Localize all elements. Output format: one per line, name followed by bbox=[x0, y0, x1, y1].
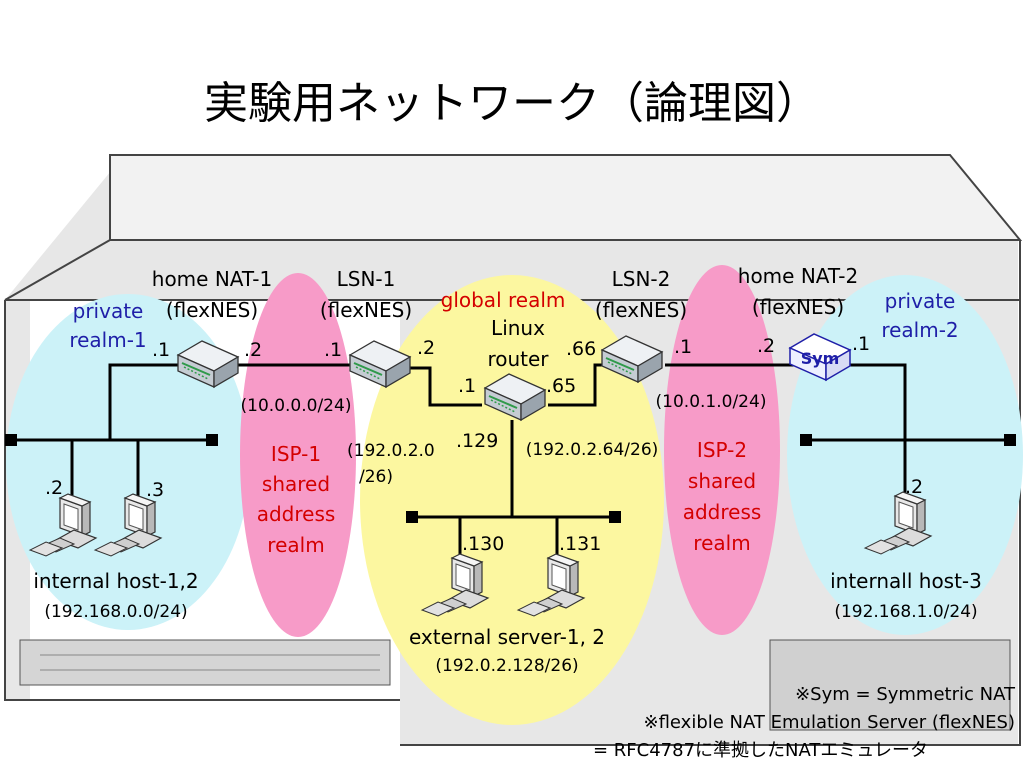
internal-host-3-net: (192.168.1.0/24) bbox=[834, 602, 977, 622]
subnet-global-right: (192.0.2.64/26) bbox=[526, 440, 659, 460]
home-nat-1-sub: (flexNES) bbox=[166, 298, 258, 322]
addr-server2: .131 bbox=[559, 533, 601, 555]
lsn-1-sub: (flexNES) bbox=[320, 298, 412, 322]
isp1-label-3: address bbox=[257, 502, 336, 526]
addr-lsn1-left: .1 bbox=[324, 339, 342, 361]
footnote-flexnes: ※flexible NAT Emulation Server (flexNES) bbox=[643, 712, 1015, 733]
home-nat-2-router-icon[interactable]: Sym bbox=[788, 333, 852, 382]
addr-lsn1-right: .2 bbox=[417, 337, 435, 359]
internal-host-12-name: internal host-1,2 bbox=[33, 569, 198, 593]
subnet-global-left-a: (192.0.2.0 bbox=[347, 441, 435, 461]
sym-badge: Sym bbox=[801, 349, 840, 368]
router-sub: router bbox=[487, 347, 549, 371]
private-realm-1-label: private bbox=[73, 299, 144, 323]
isp1-label-1: ISP-1 bbox=[271, 442, 321, 466]
home-nat-2-label: home NAT-2 bbox=[738, 264, 858, 288]
isp1-label-2: shared bbox=[262, 472, 330, 496]
external-servers-net: (192.0.2.128/26) bbox=[435, 656, 578, 676]
internal-host-3-name: internall host-3 bbox=[830, 569, 982, 593]
addr-lsn2-right: .1 bbox=[674, 336, 692, 358]
addr-host2: .3 bbox=[146, 479, 164, 501]
router-label: Linux bbox=[491, 316, 545, 340]
addr-router-right: .65 bbox=[546, 375, 576, 397]
isp2-label-2: shared bbox=[688, 469, 756, 493]
home-nat-2-sub: (flexNES) bbox=[752, 295, 844, 319]
addr-router-left: .1 bbox=[458, 375, 476, 397]
addr-host3: .2 bbox=[905, 476, 923, 498]
isp2-label-3: address bbox=[683, 500, 762, 524]
private-realm-2-label: private bbox=[885, 289, 956, 313]
private-realm-1-label-2: realm-1 bbox=[69, 328, 146, 352]
home-nat-1-label: home NAT-1 bbox=[152, 267, 272, 291]
external-servers-name: external server-1, 2 bbox=[409, 625, 605, 649]
addr-hn2-right: .1 bbox=[852, 333, 870, 355]
lsn-1-label: LSN-1 bbox=[337, 267, 396, 291]
addr-router-bottom: .129 bbox=[456, 430, 498, 452]
page-title: 実験用ネットワーク（論理図） bbox=[204, 78, 820, 129]
isp2-label-1: ISP-2 bbox=[697, 438, 747, 462]
addr-hn2-left: .2 bbox=[757, 335, 775, 357]
addr-hn1-right: .2 bbox=[244, 339, 262, 361]
network-links bbox=[10, 363, 1010, 560]
footnote-rfc: = RFC4787に準拠したNATエミュレータ bbox=[593, 740, 928, 761]
private-realm-2-label-2: realm-2 bbox=[881, 318, 958, 342]
addr-host1: .2 bbox=[45, 477, 63, 499]
isp2-realm-zone bbox=[664, 265, 780, 635]
addr-lsn2-left: .66 bbox=[566, 338, 596, 360]
subnet-global-left-b: /26) bbox=[359, 467, 393, 487]
footnote-sym: ※Sym = Symmetric NAT bbox=[795, 684, 1016, 705]
subnet-isp1: (10.0.0.0/24) bbox=[241, 396, 352, 416]
lsn-2-sub: (flexNES) bbox=[595, 298, 687, 322]
addr-server1: .130 bbox=[462, 533, 504, 555]
isp1-label-4: realm bbox=[267, 533, 324, 557]
subnet-isp2: (10.0.1.0/24) bbox=[656, 392, 767, 412]
isp2-label-4: realm bbox=[693, 531, 750, 555]
bus-end-terminators bbox=[5, 434, 1016, 523]
addr-hn1-left: .1 bbox=[152, 339, 170, 361]
global-realm-label: global realm bbox=[441, 288, 566, 312]
lsn-2-label: LSN-2 bbox=[612, 267, 671, 291]
internal-host-12-net: (192.168.0.0/24) bbox=[44, 602, 187, 622]
